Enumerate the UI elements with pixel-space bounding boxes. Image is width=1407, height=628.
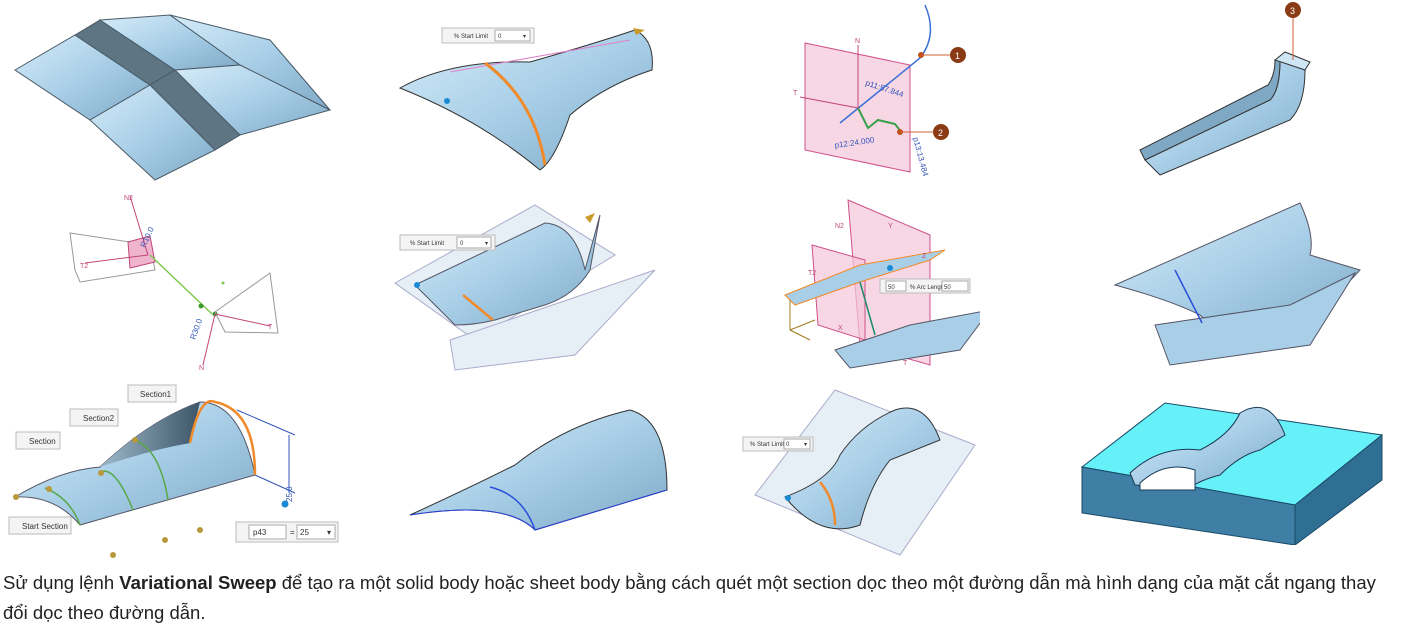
chevron-down-icon: ▾ (327, 528, 331, 537)
arc-length-field[interactable]: 50 % Arc Length 50 (879, 278, 971, 294)
svg-text:0: 0 (460, 241, 464, 247)
svg-text:Z: Z (922, 253, 927, 260)
svg-text:T: T (903, 360, 908, 367)
chevron-down-icon: ▾ (485, 241, 488, 247)
chevron-down-icon: ▾ (523, 34, 526, 40)
svg-text:N: N (199, 365, 204, 370)
parameter-field[interactable]: p43 = 25 ▾ (235, 521, 339, 543)
svg-text:0: 0 (786, 442, 790, 448)
panel-wavy-surface (1110, 195, 1370, 375)
svg-text:R30.0: R30.0 (188, 317, 204, 341)
svg-text:=: = (290, 528, 295, 537)
solid-block-illustration (1080, 402, 1384, 545)
panel-arc-length-planes: N2 T2 Y Z X T 50 % Arc Length 50 (760, 190, 980, 370)
marker-2: 2 (933, 124, 949, 140)
section-label[interactable]: Section (15, 431, 61, 450)
figure-caption: Sử dụng lệnh Variational Sweep để tạo ra… (3, 568, 1403, 628)
svg-text:T2: T2 (808, 270, 816, 277)
swept-sheet-illustration (409, 409, 668, 531)
svg-text:T2: T2 (80, 263, 88, 270)
swept-on-plane-illustration: % Start Limit 0 ▾ (742, 389, 976, 556)
wavy-surface-limit-illustration: % Start Limit 0 ▾ (394, 204, 656, 371)
caption-prefix: Sử dụng lệnh (3, 572, 120, 593)
svg-text:25.0: 25.0 (285, 486, 294, 502)
flared-surface-illustration: % Start Limit 0 ▾ (398, 27, 653, 171)
orientation-planes-illustration: N2 T2 R10.0 T N R30.0 (69, 195, 279, 370)
marker-1: 1 (950, 47, 966, 63)
panel-section-plane: N T p11:57.844 p12:24.000 p13:13.484 1 2 (780, 0, 980, 185)
svg-text:% Start Limit: % Start Limit (454, 34, 488, 40)
svg-text:X: X (838, 325, 843, 332)
panel-sections: 25.0 Section1 Section2 Section Start Sec… (0, 380, 350, 560)
svg-text:25: 25 (300, 528, 309, 537)
folded-sheet-illustration (14, 14, 332, 181)
caption-suffix: để tạo ra một solid body hoặc sheet body… (3, 572, 1376, 623)
svg-text:p43: p43 (253, 528, 267, 537)
svg-text:1: 1 (955, 51, 960, 61)
svg-text:Section2: Section2 (83, 414, 115, 423)
sections-illustration: 25.0 Section1 Section2 Section Start Sec… (8, 384, 339, 558)
start-limit-field[interactable]: % Start Limit 0 ▾ (441, 27, 535, 44)
svg-text:N: N (855, 38, 860, 45)
svg-text:Section: Section (29, 437, 56, 446)
svg-text:0: 0 (498, 34, 502, 40)
section2-label[interactable]: Section2 (69, 408, 119, 427)
svg-text:T: T (793, 90, 798, 97)
channel-sweep-illustration: 3 (1139, 2, 1311, 176)
svg-text:Section1: Section1 (140, 390, 172, 399)
svg-text:R10.0: R10.0 (139, 225, 156, 249)
panel-folded-sheet (0, 0, 350, 185)
svg-text:Y: Y (888, 223, 893, 230)
panel-swept-on-plane: % Start Limit 0 ▾ (740, 385, 1000, 560)
svg-text:Start Section: Start Section (22, 522, 68, 531)
panel-flared-surface: % Start Limit 0 ▾ (390, 0, 680, 185)
wavy-surface-illustration (1113, 202, 1361, 366)
chevron-down-icon: ▾ (804, 442, 807, 448)
svg-text:p13:13.484: p13:13.484 (911, 136, 930, 178)
start-section-label[interactable]: Start Section (8, 516, 72, 535)
caption-command: Variational Sweep (119, 572, 277, 593)
svg-text:50: 50 (888, 285, 895, 291)
svg-text:% Start Limit: % Start Limit (410, 241, 444, 247)
panel-swept-sheet (405, 405, 675, 550)
panel-orientation-planes: N2 T2 R10.0 T N R30.0 (60, 190, 300, 370)
svg-text:N2: N2 (835, 223, 844, 230)
svg-text:N2: N2 (124, 195, 133, 202)
arc-length-planes-illustration: N2 T2 Y Z X T 50 % Arc Length 50 (784, 199, 980, 369)
svg-text:3: 3 (1290, 6, 1295, 16)
svg-text:T: T (268, 324, 273, 331)
start-limit-field[interactable]: % Start Limit 0 ▾ (399, 234, 496, 251)
panel-channel-sweep: 3 (1130, 0, 1330, 185)
svg-text:50: 50 (944, 285, 951, 291)
svg-text:% Start Limit: % Start Limit (750, 442, 784, 448)
start-limit-field[interactable]: % Start Limit 0 ▾ (742, 436, 814, 452)
panel-wavy-surface-limit: % Start Limit 0 ▾ (385, 195, 660, 375)
svg-text:2: 2 (938, 128, 943, 138)
marker-3: 3 (1285, 2, 1301, 18)
panel-solid-block (1080, 395, 1385, 545)
section-plane-illustration: N T p11:57.844 p12:24.000 p13:13.484 1 2 (793, 4, 966, 178)
svg-text:% Arc Length: % Arc Length (910, 285, 946, 291)
section1-label[interactable]: Section1 (127, 384, 177, 403)
